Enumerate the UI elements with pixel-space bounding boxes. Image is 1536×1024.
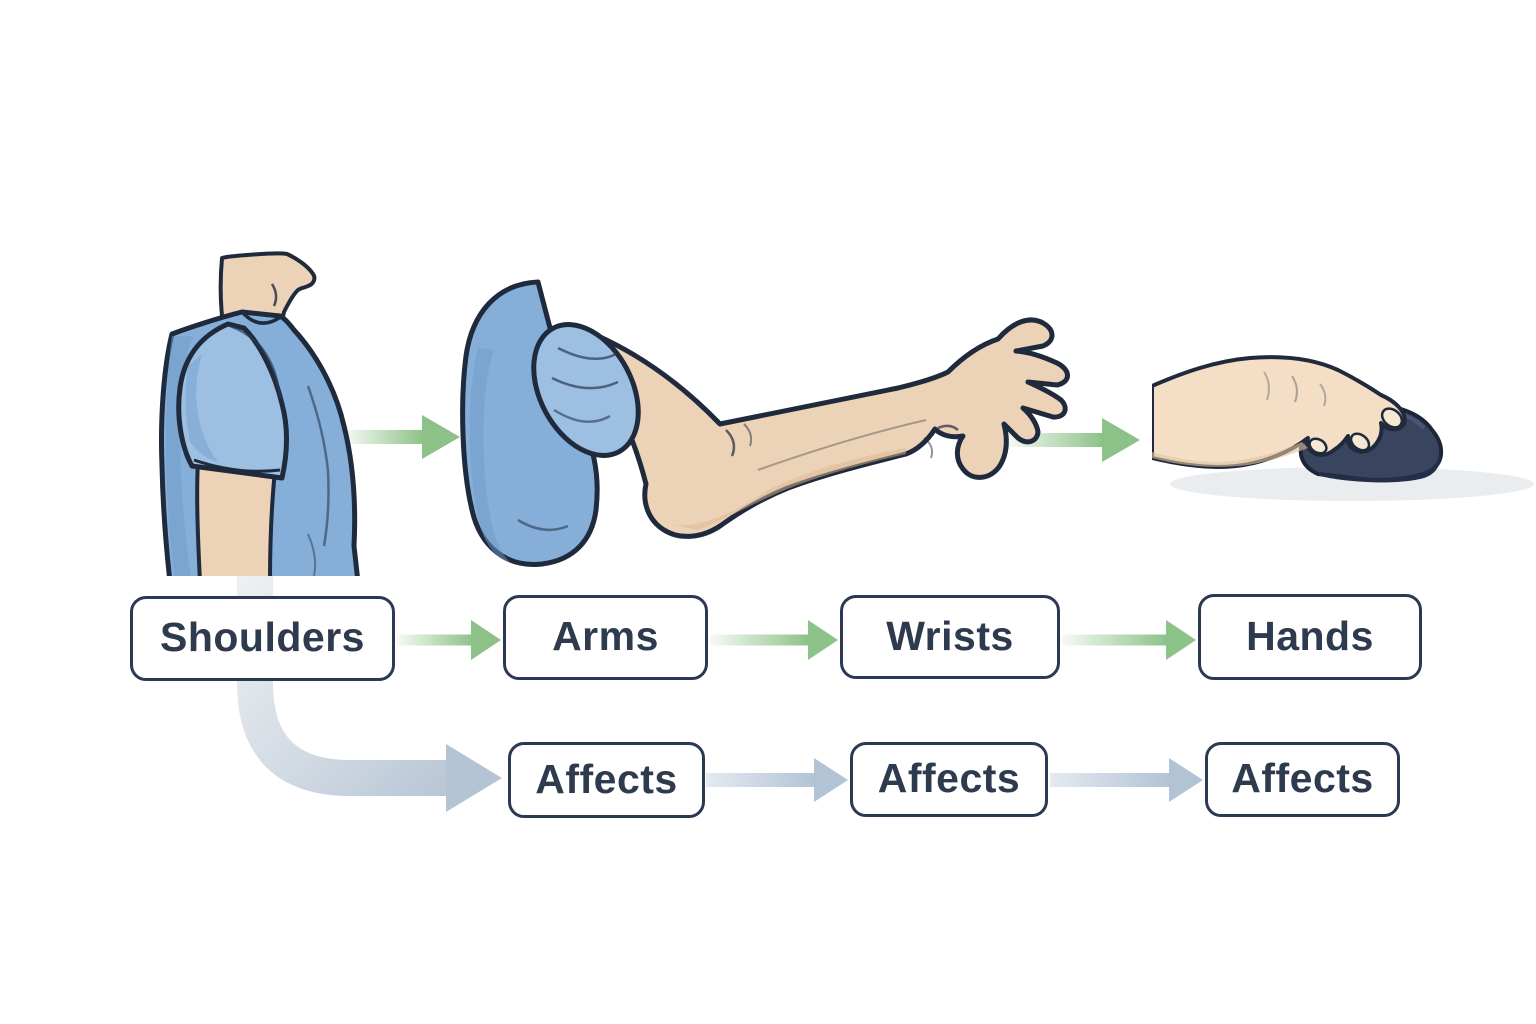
flow-box-label: Affects	[1231, 755, 1374, 801]
flow-box-shoulders: Shoulders	[130, 596, 395, 681]
flow-box-label: Shoulders	[160, 614, 365, 660]
flow-box-label: Wrists	[886, 612, 1014, 659]
arrow-right-gray-icon	[706, 758, 848, 802]
hand-on-mouse-illustration	[1152, 348, 1536, 513]
flow-box-wrists: Wrists	[840, 595, 1060, 679]
flow-box-arms: Arms	[503, 595, 708, 680]
flow-box-hands: Hands	[1198, 594, 1422, 680]
arrow-right-icon	[397, 620, 501, 660]
arrow-right-gray-icon	[1050, 758, 1203, 802]
extended-arm-illustration	[458, 278, 1080, 593]
curved-arrow-icon	[237, 552, 502, 812]
flow-box-label: Affects	[535, 755, 678, 802]
flow-box-label: Arms	[552, 613, 659, 659]
flow-box-affects-2: Affects	[850, 742, 1048, 817]
arrow-right-icon	[1062, 620, 1196, 660]
arrow-right-icon	[710, 620, 838, 660]
flow-box-affects-3: Affects	[1205, 742, 1400, 817]
flow-box-label: Affects	[877, 755, 1021, 801]
shoulder-torso-illustration	[158, 246, 376, 576]
flow-box-label: Hands	[1246, 612, 1374, 659]
arrow-right-icon	[342, 415, 460, 459]
flow-box-affects-1: Affects	[508, 742, 705, 818]
